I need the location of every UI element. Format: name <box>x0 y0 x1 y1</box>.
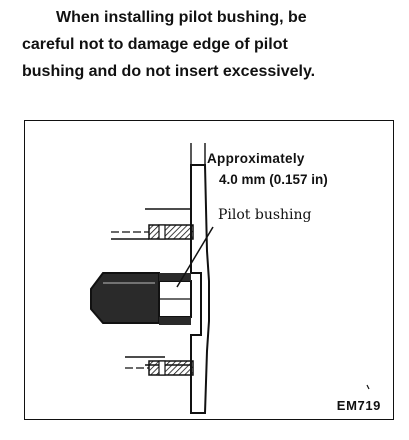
diagram-frame: Approximately 4.0 mm (0.157 in) Pilot bu… <box>24 120 394 420</box>
crankshaft-flange <box>190 164 210 414</box>
lower-bolt <box>125 360 194 376</box>
pilot-bushing-leader <box>176 226 214 288</box>
caption-line-3: bushing and do not insert excessively. <box>22 63 316 80</box>
bushing-surround-top <box>159 273 191 281</box>
caption-line-1: When installing pilot bushing, be <box>56 9 307 26</box>
upper-bolt <box>111 224 194 240</box>
input-shaft <box>90 272 160 324</box>
corner-tick-mark <box>366 384 370 390</box>
instruction-caption: When installing pilot bushing, be carefu… <box>22 4 392 85</box>
label-dimension: 4.0 mm (0.157 in) <box>219 172 328 187</box>
label-pilot-bushing: Pilot bushing <box>218 207 312 223</box>
figure-code: EM719 <box>336 398 381 413</box>
bushing-surround-bottom <box>159 317 191 325</box>
caption-line-2: careful not to damage edge of pilot <box>22 36 288 53</box>
pilot-bushing-diagram <box>90 143 370 414</box>
label-approximately: Approximately <box>207 151 305 166</box>
